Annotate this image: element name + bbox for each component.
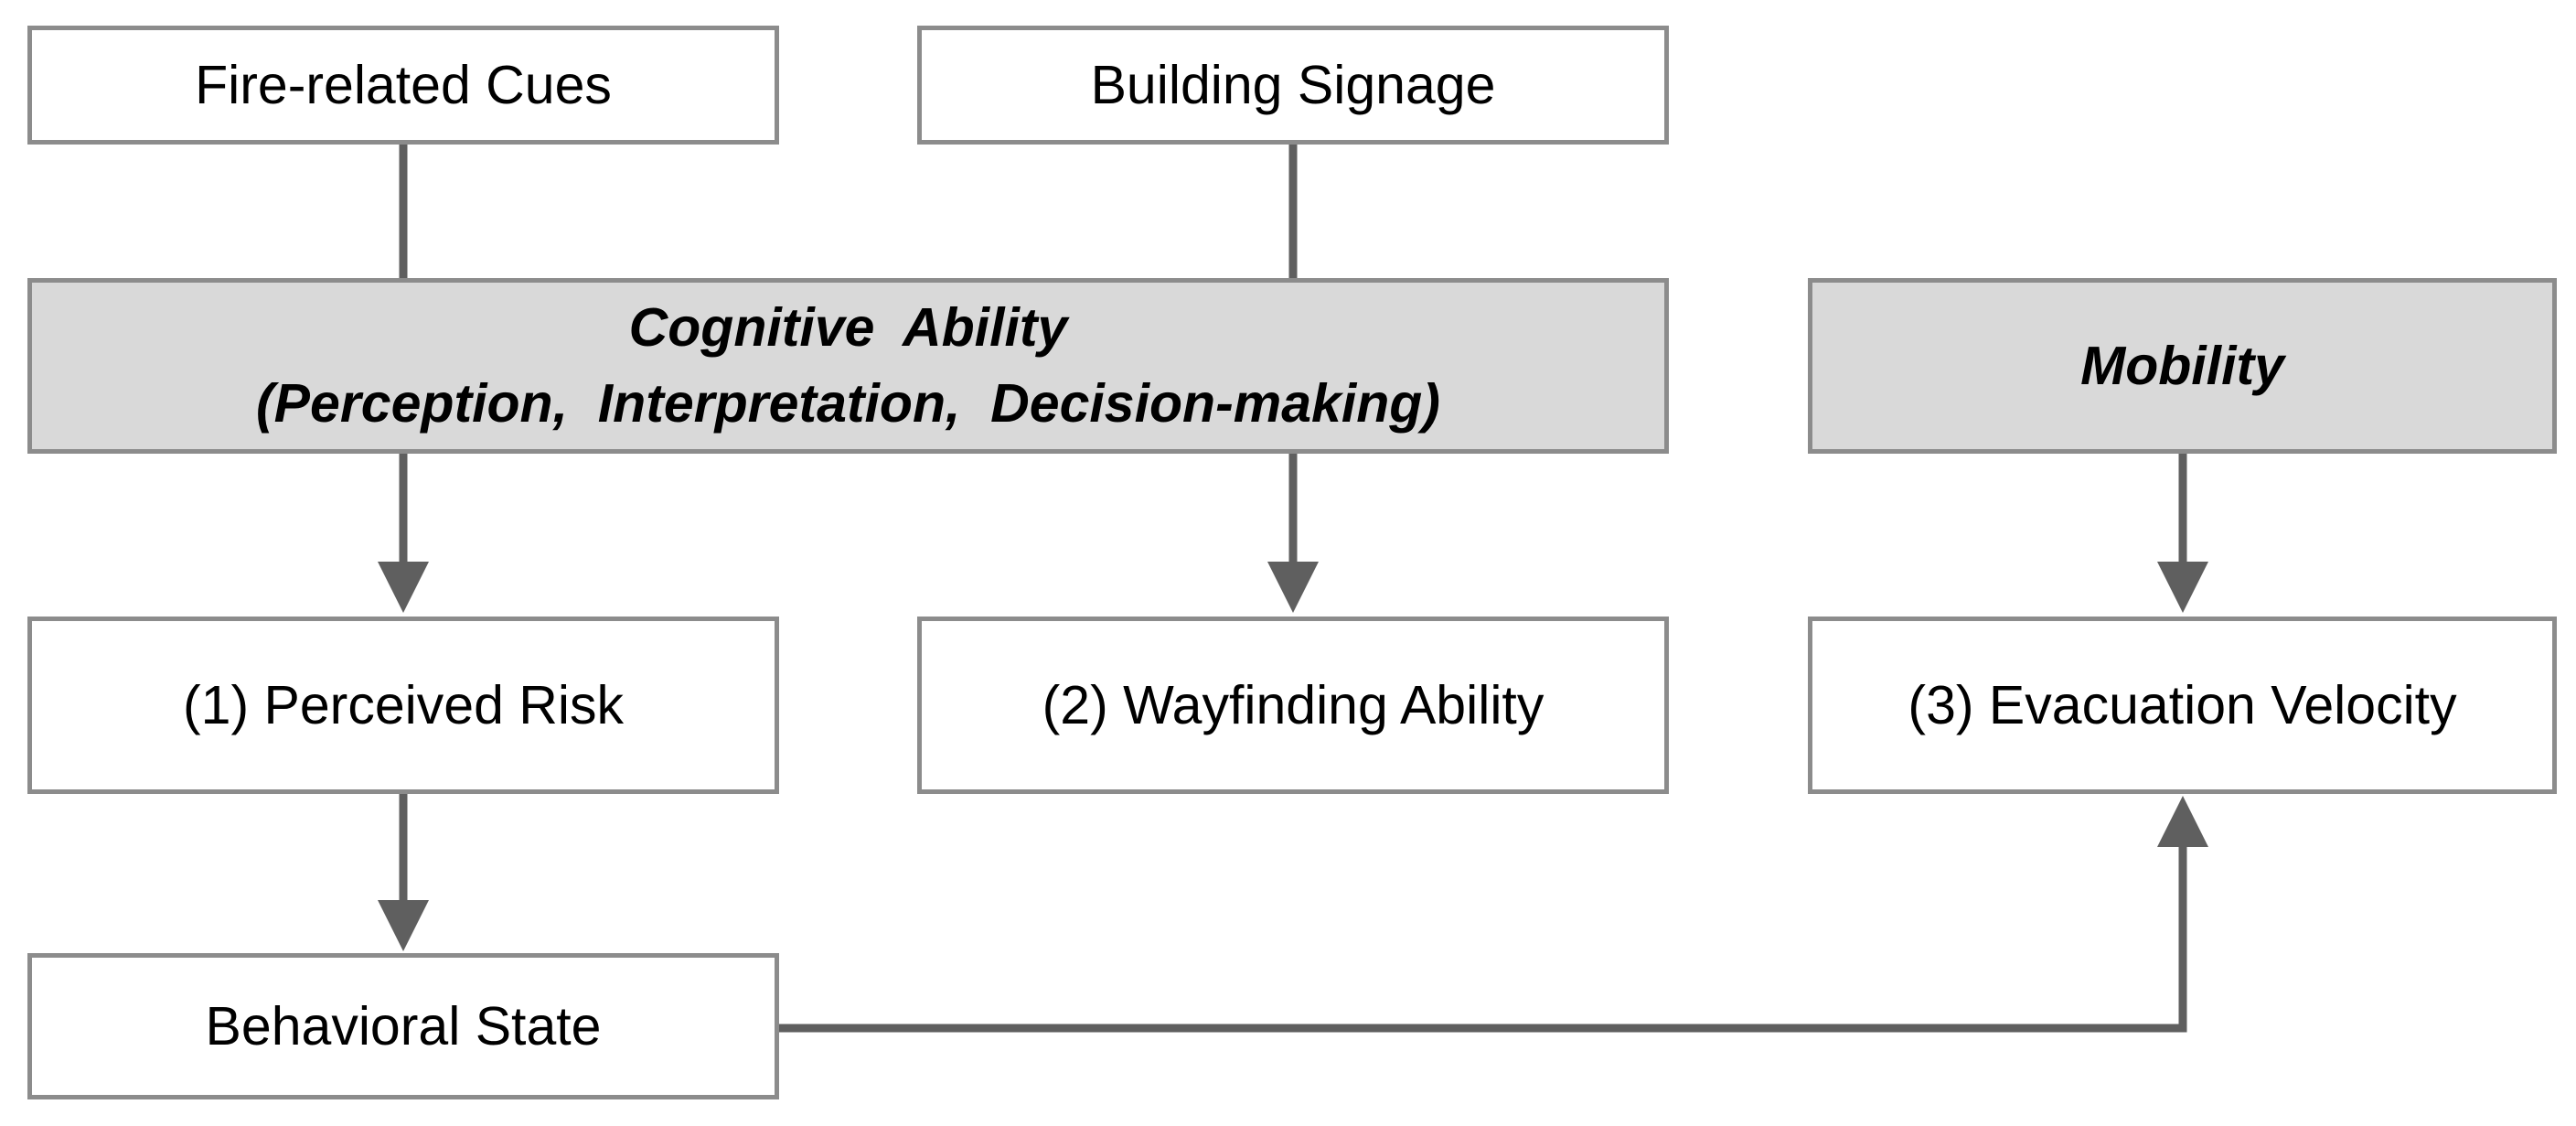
node-cognitive-ability-title: Cognitive Ability [628,297,1068,359]
node-perceived-risk: (1) Perceived Risk [27,617,779,794]
node-perceived-risk-label: (1) Perceived Risk [183,674,624,735]
node-mobility: Mobility [1808,278,2557,454]
arrow-cognitive-to-risk-head [378,562,429,613]
node-fire-related-cues: Fire-related Cues [27,26,779,145]
node-cognitive-ability: Cognitive Ability (Perception, Interpret… [27,278,1669,454]
arrow-behavior-to-velocity-head [2157,796,2208,847]
node-cognitive-ability-subtitle: (Perception, Interpretation, Decision-ma… [256,373,1440,434]
node-fire-related-cues-label: Fire-related Cues [195,54,612,115]
node-wayfinding-ability: (2) Wayfinding Ability [917,617,1669,794]
node-behavioral-state-label: Behavioral State [205,995,602,1056]
node-building-signage: Building Signage [917,26,1669,145]
node-building-signage-label: Building Signage [1090,54,1496,115]
arrow-cognitive-to-wayfinding-head [1267,562,1319,613]
arrow-risk-to-behavior-head [378,900,429,951]
node-mobility-label: Mobility [2080,335,2284,396]
node-evacuation-velocity-label: (3) Evacuation Velocity [1908,674,2457,735]
node-evacuation-velocity: (3) Evacuation Velocity [1808,617,2557,794]
node-behavioral-state: Behavioral State [27,953,779,1099]
arrow-mobility-to-velocity-head [2157,562,2208,613]
arrow-behavior-to-velocity-line [779,843,2187,1033]
node-wayfinding-ability-label: (2) Wayfinding Ability [1042,674,1545,735]
